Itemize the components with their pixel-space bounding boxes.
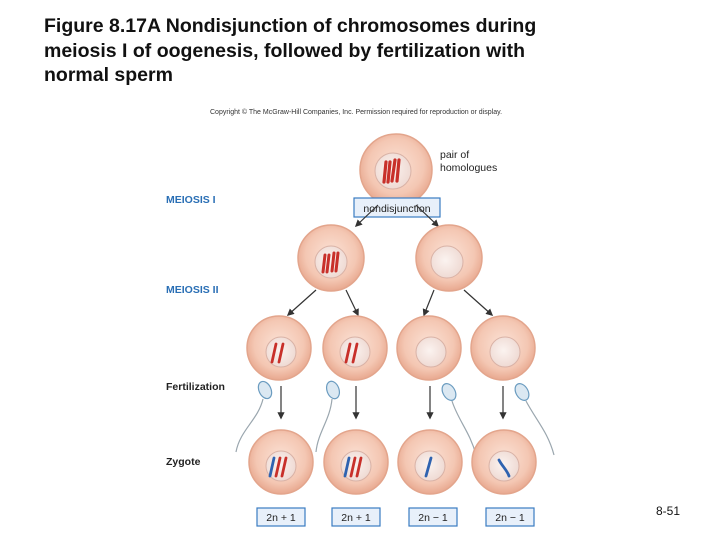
label-zygote: Zygote xyxy=(166,456,201,468)
sperm-4 xyxy=(514,383,555,456)
egg-2 xyxy=(322,315,388,381)
title-line-2: meiosis I of oogenesis, followed by fert… xyxy=(44,39,526,62)
egg-3 xyxy=(396,315,462,381)
zygote-1 xyxy=(248,429,314,495)
egg-4 xyxy=(470,315,536,381)
arrow-meiosis1-right xyxy=(415,204,440,227)
chromosome-pair xyxy=(382,158,401,184)
nondisjunction-box: nondisjunction xyxy=(353,197,441,218)
copyright-notice: Copyright © The McGraw-Hill Companies, I… xyxy=(210,109,503,116)
label-pair-line2: homologues xyxy=(440,162,497,174)
sperm-1 xyxy=(235,380,273,453)
count-label-4: 2n − 1 xyxy=(495,512,525,524)
count-box-3: 2n − 1 xyxy=(408,507,458,527)
count-box-4: 2n − 1 xyxy=(485,507,535,527)
count-label-1: 2n + 1 xyxy=(266,512,296,524)
sperm-2 xyxy=(315,380,341,453)
nondisjunction-label: nondisjunction xyxy=(363,203,430,215)
zygote-3 xyxy=(397,429,463,495)
title-line-3: normal sperm xyxy=(44,64,173,86)
label-pair-line1: pair of xyxy=(440,149,469,161)
figure-title: Figure 8.17A Nondisjunction of chromosom… xyxy=(44,14,684,88)
title-line-1: Figure 8.17A Nondisjunction of chromosom… xyxy=(44,15,537,37)
count-box-2: 2n + 1 xyxy=(331,507,381,527)
arrow-meiosis1-left xyxy=(354,204,379,227)
chromosomes-extra xyxy=(321,251,340,274)
count-label-3: 2n − 1 xyxy=(418,512,448,524)
arrow-meiosis2-b xyxy=(345,289,359,317)
label-meiosis-1: MEIOSIS I xyxy=(166,194,216,206)
zygote-2 xyxy=(323,429,389,495)
primary-oocyte xyxy=(359,133,433,207)
arrow-meiosis2-c xyxy=(422,289,435,317)
arrow-meiosis2-d xyxy=(463,289,494,316)
label-meiosis-2: MEIOSIS II xyxy=(166,284,219,296)
count-box-1: 2n + 1 xyxy=(256,507,306,527)
count-label-2: 2n + 1 xyxy=(341,512,371,524)
arrow-meiosis2-a xyxy=(286,289,317,316)
egg-1 xyxy=(246,315,312,381)
secondary-oocyte-left xyxy=(297,224,365,292)
label-fertilization: Fertilization xyxy=(166,381,225,393)
zygote-4 xyxy=(471,429,537,495)
slide-number: 8-51 xyxy=(656,504,681,518)
secondary-oocyte-right xyxy=(415,224,483,292)
